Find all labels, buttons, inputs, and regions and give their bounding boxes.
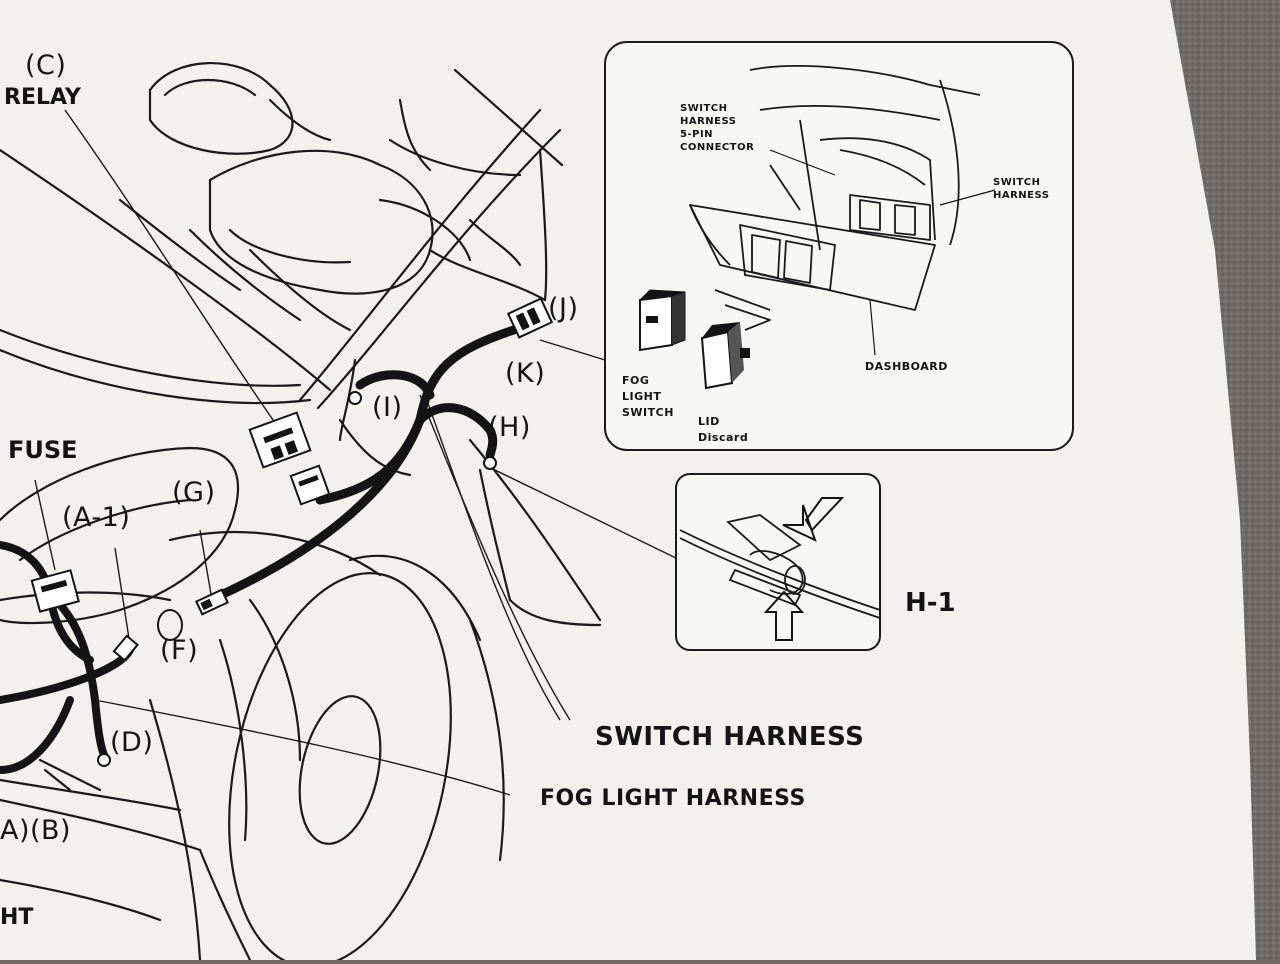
inset-fog-switch-label: FOG LIGHT SWITCH bbox=[622, 373, 674, 421]
label-k: (K) bbox=[505, 358, 546, 389]
switch-lid bbox=[700, 322, 750, 390]
connector-j bbox=[506, 297, 554, 339]
label-switch-harness: SWITCH HARNESS bbox=[595, 722, 865, 752]
h1-detail-inset bbox=[675, 473, 881, 651]
fog-light-switch bbox=[639, 289, 686, 352]
inset-switch-harness-line-2: HARNESS bbox=[993, 190, 1050, 201]
ground-terminal-i bbox=[348, 391, 362, 405]
label-a1: (A-1) bbox=[62, 502, 131, 533]
inset-lid-label: LID Discard bbox=[698, 414, 748, 446]
relay-connector bbox=[289, 464, 331, 506]
leader-lines bbox=[34, 109, 681, 796]
ground-terminal-h bbox=[483, 456, 497, 470]
label-g: (G) bbox=[172, 477, 216, 508]
inset-connector-line-1: SWITCH bbox=[680, 103, 728, 114]
press-arrow-bottom bbox=[763, 590, 805, 641]
inset-lid-line-1: LID bbox=[698, 415, 720, 428]
inset-fog-switch-line-1: FOG bbox=[622, 374, 650, 387]
grommet-f bbox=[157, 609, 183, 641]
label-fuse: FUSE bbox=[8, 436, 78, 464]
inset-switch-harness-line-1: SWITCH bbox=[993, 177, 1041, 188]
ground-terminal-d bbox=[97, 753, 111, 767]
label-f: (F) bbox=[160, 635, 199, 666]
components bbox=[30, 297, 554, 767]
car-line-art bbox=[0, 62, 602, 964]
label-fog-light-harness: FOG LIGHT HARNESS bbox=[540, 786, 806, 811]
label-d: (D) bbox=[110, 727, 154, 758]
inset-dashboard-label: DASHBOARD bbox=[865, 360, 948, 373]
dashboard-inset bbox=[604, 41, 1074, 451]
fuse-holder bbox=[30, 569, 80, 613]
inset-connector-line-3: 5-PIN bbox=[680, 129, 714, 140]
inset-connector-line-4: CONNECTOR bbox=[680, 142, 755, 153]
label-c: (C) bbox=[25, 50, 67, 81]
label-h: (H) bbox=[488, 412, 531, 443]
label-ht: HT bbox=[0, 905, 34, 930]
label-j: (J) bbox=[548, 293, 579, 324]
connector-a1 bbox=[112, 634, 139, 662]
inset-lid-line-2: Discard bbox=[698, 431, 749, 444]
inset-connector-label: SWITCH HARNESS 5-PIN CONNECTOR bbox=[680, 102, 754, 154]
inset-connector-line-2: HARNESS bbox=[680, 116, 737, 127]
inset-fog-switch-line-2: LIGHT bbox=[622, 390, 662, 403]
relay-body bbox=[248, 411, 312, 469]
label-h1: H-1 bbox=[905, 588, 956, 618]
label-relay: RELAY bbox=[4, 85, 81, 110]
press-arrow-top-shaft bbox=[804, 497, 845, 532]
inset-fog-switch-line-3: SWITCH bbox=[622, 406, 674, 419]
label-ab: A)(B) bbox=[0, 815, 72, 846]
label-i: (I) bbox=[372, 392, 403, 423]
inset-switch-harness-label: SWITCH HARNESS bbox=[993, 176, 1049, 202]
connector-g bbox=[195, 588, 229, 616]
